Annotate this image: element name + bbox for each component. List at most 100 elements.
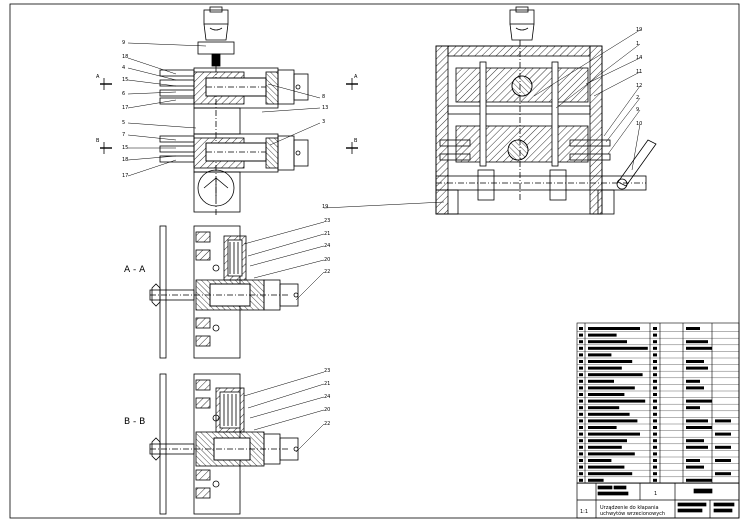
parts-row-number-mark xyxy=(579,340,583,344)
parts-row-material-mark xyxy=(686,366,708,370)
cut-mark-a-right: A xyxy=(354,74,358,80)
parts-row-material-mark xyxy=(686,399,712,403)
parts-row-remark-mark xyxy=(715,419,731,423)
parts-row-number-mark xyxy=(579,406,583,410)
side-view-labels: 19 1 14 11 12 2 9 10 19 xyxy=(322,27,642,210)
parts-row-material-mark xyxy=(686,478,712,482)
section-aa-view xyxy=(149,225,299,359)
parts-row-name-mark xyxy=(588,333,617,337)
callout-1-side: 1 xyxy=(636,41,639,47)
parts-row-number-mark xyxy=(579,353,583,357)
callout-13: 13 xyxy=(322,105,328,111)
callout-15: 15 xyxy=(122,77,128,83)
parts-row-number-mark xyxy=(579,333,583,337)
callout-12-side: 12 xyxy=(636,83,642,89)
section-bb-title: B - B xyxy=(124,417,145,427)
parts-row-name-mark xyxy=(588,327,640,330)
section-bb-labels: B - B 23 21 24 20 22 xyxy=(124,368,330,427)
parts-row-number-mark xyxy=(579,373,583,377)
parts-row-name-mark xyxy=(588,360,633,363)
parts-list-rows xyxy=(577,327,739,484)
sheet-border xyxy=(9,3,740,519)
parts-row-number-mark xyxy=(579,452,583,456)
parts-row-qty-mark xyxy=(653,346,657,350)
parts-row-qty-mark xyxy=(653,472,657,476)
section-bb-view xyxy=(149,373,299,515)
parts-row-material-mark xyxy=(686,465,704,469)
section-aa-title: A - A xyxy=(124,265,146,275)
parts-row-material-mark xyxy=(686,340,708,344)
parts-row-material-mark xyxy=(686,459,700,462)
drawing-title-line1: Urządzenie do kłapania xyxy=(600,505,659,511)
parts-row-qty-mark xyxy=(653,459,657,462)
parts-row-number-mark xyxy=(579,327,583,330)
bb-callout-21: 21 xyxy=(324,381,330,387)
parts-row-name-mark xyxy=(588,340,627,344)
parts-row-name-mark xyxy=(588,379,614,383)
parts-row-number-mark xyxy=(579,386,583,390)
bb-callout-23: 23 xyxy=(324,368,330,374)
callout-8: 8 xyxy=(322,94,325,100)
callout-3: 3 xyxy=(322,119,325,125)
parts-row-qty-mark xyxy=(653,327,657,330)
cut-mark-b-left: B xyxy=(96,138,100,144)
parts-row-material-mark xyxy=(686,439,704,443)
parts-row-number-mark xyxy=(579,393,583,396)
parts-row-number-mark xyxy=(579,366,583,370)
callout-14-side: 14 xyxy=(636,55,642,61)
callout-2-side: 2 xyxy=(636,95,639,101)
parts-row-number-mark xyxy=(579,465,583,469)
parts-row-qty-mark xyxy=(653,452,657,456)
parts-row-material-mark xyxy=(686,445,708,449)
callout-18: 18 xyxy=(122,54,128,60)
parts-row-qty-mark xyxy=(653,333,657,337)
callout-17b: 17 xyxy=(122,173,128,179)
parts-row-material-mark xyxy=(686,419,708,423)
parts-row-qty-mark xyxy=(653,373,657,377)
parts-row-name-mark xyxy=(588,386,635,390)
parts-row-qty-mark xyxy=(653,478,657,482)
parts-row-number-mark xyxy=(579,472,583,476)
aa-callout-20: 20 xyxy=(324,257,330,263)
parts-row-material-mark xyxy=(686,386,704,390)
parts-row-material-mark xyxy=(686,327,700,330)
parts-row-name-mark xyxy=(588,366,622,370)
parts-row-remark-mark xyxy=(715,472,731,476)
parts-row-material-mark xyxy=(686,346,712,350)
bb-callout-20: 20 xyxy=(324,407,330,413)
parts-row-name-mark xyxy=(588,346,648,350)
parts-row-name-mark xyxy=(588,393,625,396)
side-view-leaders xyxy=(323,29,641,209)
parts-row-qty-mark xyxy=(653,406,657,410)
section-aa-labels: A - A 23 21 24 20 22 xyxy=(124,218,330,275)
parts-row-name-mark xyxy=(588,459,612,462)
drawing-scale: 1:1 xyxy=(580,509,588,515)
front-view-labels: 9 18 4 15 6 17 8 13 5 7 15 18 17 3 A A B… xyxy=(96,40,358,179)
callout-6: 6 xyxy=(122,91,125,97)
parts-row-name-mark xyxy=(588,399,646,403)
callout-5: 5 xyxy=(122,120,125,126)
parts-row-qty-mark xyxy=(653,353,657,357)
parts-row-number-mark xyxy=(579,478,583,482)
parts-row-qty-mark xyxy=(653,465,657,469)
parts-row-qty-mark xyxy=(653,393,657,396)
sheet-number: 1 xyxy=(654,491,657,497)
aa-callout-21: 21 xyxy=(324,231,330,237)
parts-row-qty-mark xyxy=(653,340,657,344)
parts-row-number-mark xyxy=(579,346,583,350)
callout-17: 17 xyxy=(122,105,128,111)
parts-row-number-mark xyxy=(579,459,583,462)
section-bb-leaders xyxy=(243,371,325,453)
parts-row-name-mark xyxy=(588,452,635,456)
cut-mark-b-right: B xyxy=(354,138,358,144)
parts-row-name-mark xyxy=(588,426,617,429)
title-block-text: Urządzenie do kłapania uchwytów wrzecion… xyxy=(580,491,665,517)
parts-row-remark-mark xyxy=(715,432,731,436)
aa-callout-23: 23 xyxy=(324,218,330,224)
parts-row-material-mark xyxy=(686,406,700,410)
parts-row-qty-mark xyxy=(653,399,657,403)
title-block xyxy=(576,482,740,519)
parts-row-name-mark xyxy=(588,419,638,423)
parts-row-number-mark xyxy=(579,399,583,403)
